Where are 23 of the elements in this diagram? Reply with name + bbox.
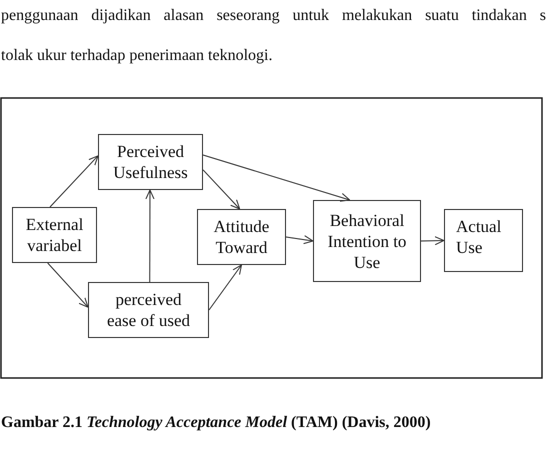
- box-text: Actual Use: [456, 216, 502, 258]
- body-text: tolak ukur terhadap penerimaan teknologi.: [1, 46, 272, 66]
- arrow: [208, 264, 242, 310]
- box-text: Attitude Toward: [212, 216, 270, 258]
- figure-caption: Gambar 2.1 Technology Acceptance Model (TAM) (Davis, 2000): [1, 413, 431, 433]
- process-box: [444, 209, 523, 272]
- arrow: [286, 235, 314, 244]
- process-box: [12, 207, 97, 263]
- process-box: [197, 209, 286, 265]
- arrow: [50, 155, 98, 208]
- box-text: Behavioral Intention to Use: [326, 210, 408, 272]
- arrow: [202, 169, 240, 210]
- arrow: [47, 262, 88, 308]
- box-text: External variabel: [24, 214, 84, 256]
- process-box: [88, 282, 209, 338]
- process-box: [313, 200, 421, 282]
- process-box: [98, 134, 203, 190]
- box-text: Perceived Usefulness: [112, 141, 189, 183]
- body-text: penggunaan dijadikan alasan seseorang untuk melakukan suatu tindakan s: [1, 6, 546, 26]
- arrow: [202, 154, 350, 202]
- arrow: [145, 190, 154, 282]
- box-text: perceived ease of used: [106, 289, 192, 331]
- arrow: [420, 236, 444, 246]
